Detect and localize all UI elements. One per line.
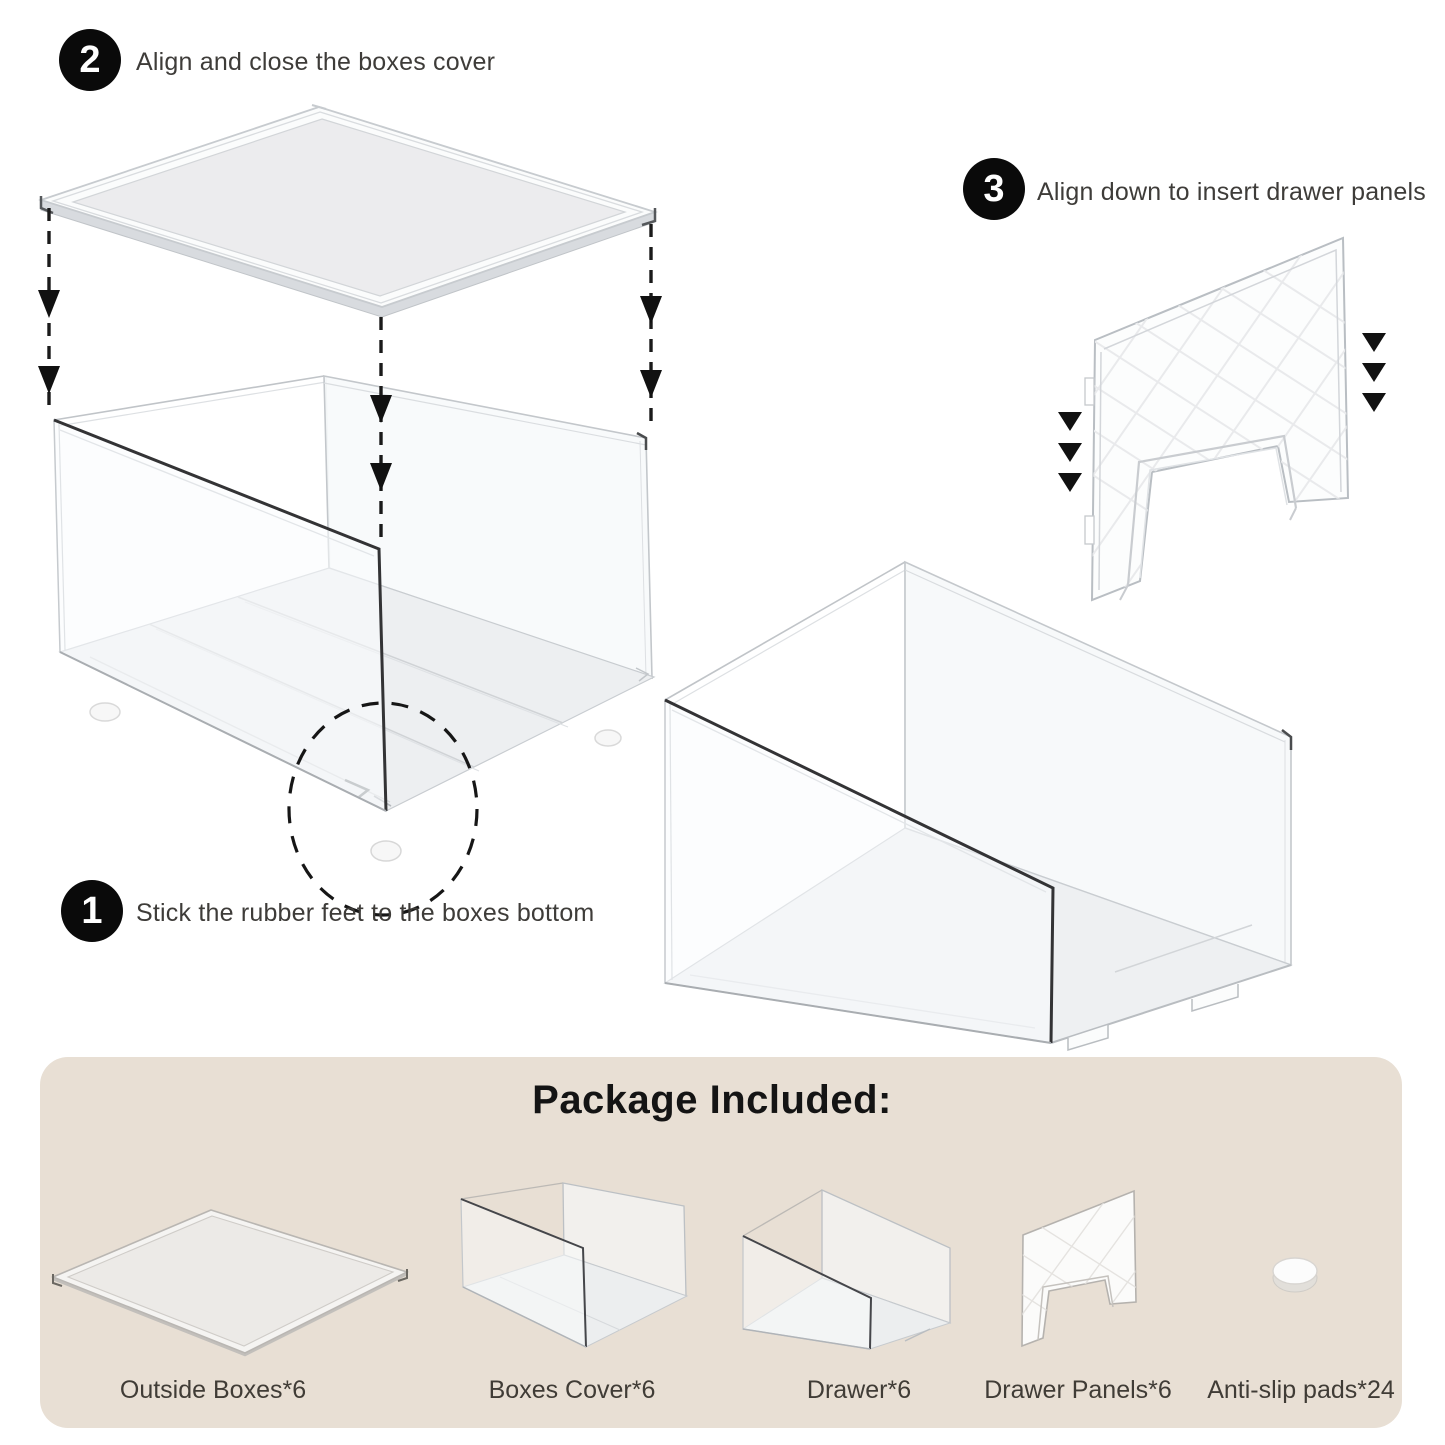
step-2-text: Align and close the boxes cover	[136, 48, 496, 76]
outside-box-illustration	[53, 375, 656, 862]
item-label-outside-boxes: Outside Boxes*6	[119, 1376, 307, 1404]
item-label-drawer-panels: Drawer Panels*6	[984, 1376, 1172, 1404]
down-arrow-dashed-icon	[38, 208, 60, 414]
rubber-foot	[89, 702, 121, 722]
step-1-badge: 1	[61, 880, 123, 942]
step-3-badge: 3	[963, 158, 1025, 220]
item-label-boxes-cover: Boxes Cover*6	[488, 1376, 656, 1404]
step-2-badge: 2	[59, 29, 121, 91]
rubber-foot	[370, 840, 402, 862]
boxes-cover-illustration	[38, 104, 658, 318]
anti-slip-pad-thumbnail	[1272, 1257, 1318, 1293]
drawer-illustration	[663, 560, 1293, 1052]
package-included-title: Package Included:	[532, 1078, 892, 1122]
outside-boxes-thumbnail	[50, 1209, 410, 1357]
step-1-text: Stick the rubber feet to the boxes botto…	[136, 899, 595, 927]
item-label-anti-slip-pads: Anti-slip pads*24	[1207, 1376, 1395, 1404]
down-arrow-dashed-icon	[370, 317, 392, 540]
down-triangle-icon	[1058, 412, 1082, 492]
step-3-text: Align down to insert drawer panels	[1037, 178, 1426, 206]
down-arrow-dashed-icon	[640, 224, 662, 430]
rubber-foot	[594, 729, 622, 747]
boxes-cover-thumbnail	[460, 1182, 689, 1348]
down-triangle-icon	[1362, 333, 1386, 412]
highlight-dashed-circle-icon	[287, 701, 479, 917]
package-panel-background	[40, 1057, 1402, 1428]
drawer-thumbnail	[741, 1188, 952, 1350]
item-label-drawer: Drawer*6	[806, 1376, 912, 1404]
